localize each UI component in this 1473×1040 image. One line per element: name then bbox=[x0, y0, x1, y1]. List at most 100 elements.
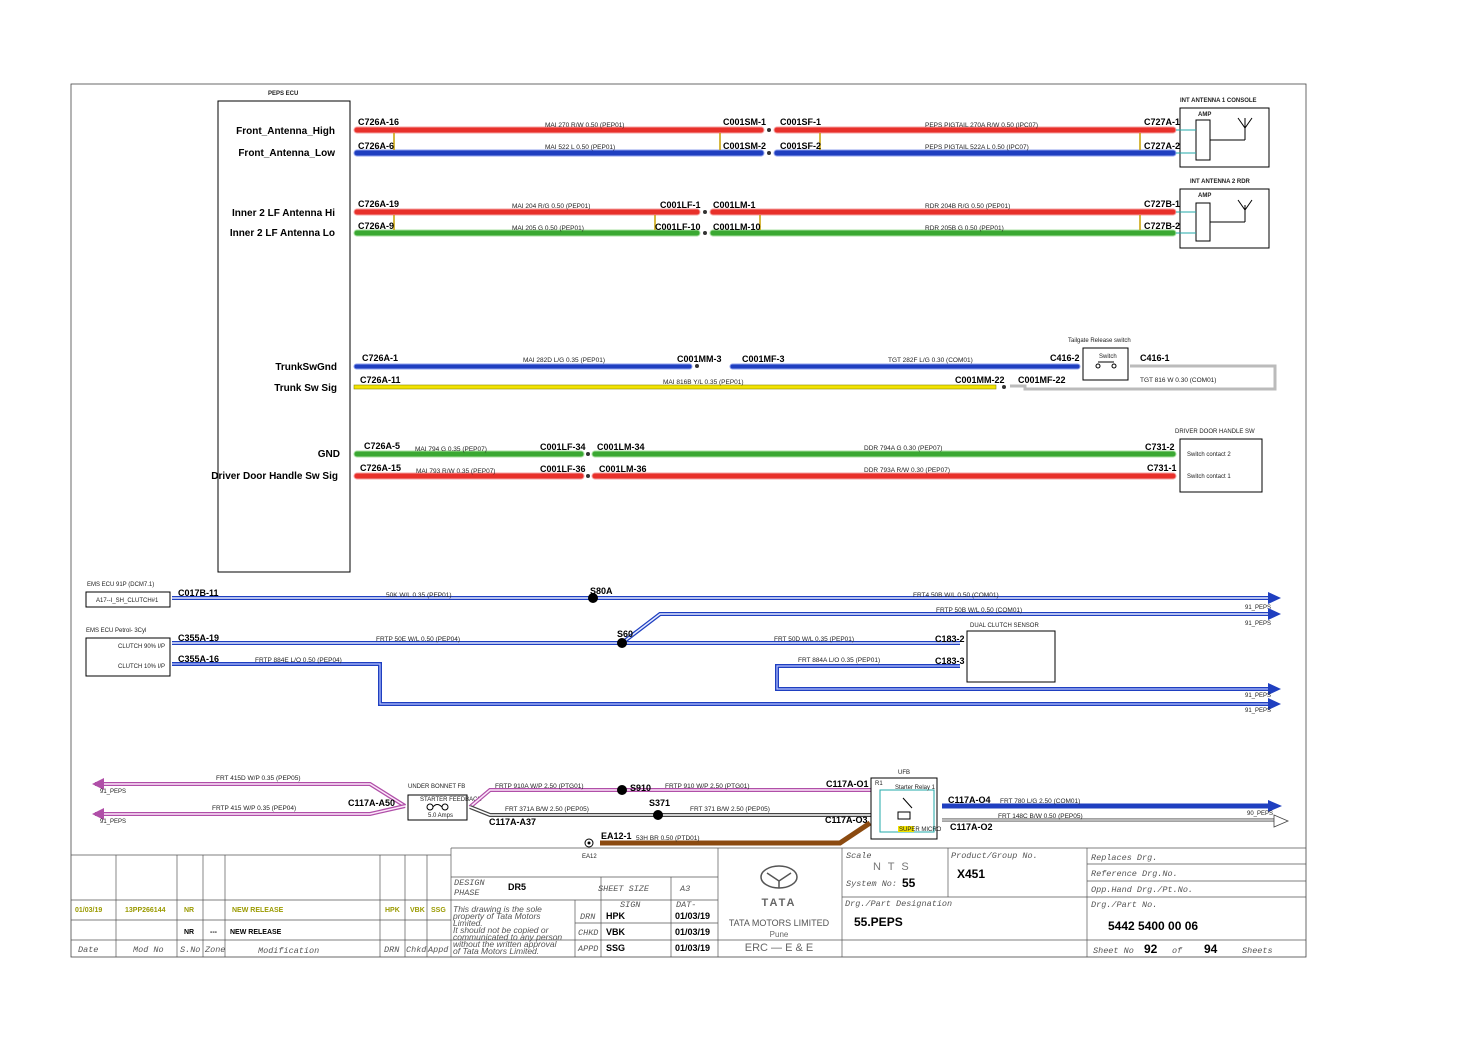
wire-front-antenna-high bbox=[353, 126, 1177, 134]
tb-header: Date bbox=[78, 945, 98, 955]
wire-trunk-sw-sig bbox=[353, 364, 1277, 391]
connector-label: S910 bbox=[630, 783, 651, 793]
title-block bbox=[71, 847, 1306, 957]
replaces-label: Replaces Drg. bbox=[1091, 853, 1157, 863]
starter-relay bbox=[870, 777, 938, 840]
connector-label: C001MM-22 bbox=[955, 375, 1005, 385]
note: of Tata Motors Limited. bbox=[453, 946, 539, 956]
rev2-desc: NEW RELEASE bbox=[230, 929, 282, 936]
connector-label: C001MF-3 bbox=[742, 354, 785, 364]
note: It should not be copied or bbox=[453, 925, 550, 935]
wire-884-line bbox=[172, 662, 1281, 710]
wire-spec: FRT 50D W/L 0.35 (PEP01) bbox=[774, 636, 854, 643]
connector-label: C726A-15 bbox=[360, 463, 401, 473]
pin-label: Inner 2 LF Antenna Hi bbox=[232, 208, 335, 219]
switch-contact: Switch contact 1 bbox=[1187, 474, 1231, 480]
ems-2-box bbox=[85, 637, 171, 677]
connector-label: C355A-16 bbox=[178, 654, 219, 664]
connector-label: C001LF-34 bbox=[540, 442, 586, 452]
connector-label: EA12-1 bbox=[601, 831, 632, 841]
tb-header: Mod No bbox=[133, 945, 164, 955]
wire-53h-line bbox=[584, 820, 872, 848]
antenna-2-title: INT ANTENNA 2 RDR bbox=[1190, 179, 1251, 185]
tb-header: Chkd bbox=[406, 945, 427, 955]
note: Limited. bbox=[453, 918, 483, 928]
pin-label: GND bbox=[318, 449, 340, 460]
sheet-ref: 90_PEPS bbox=[1247, 811, 1273, 817]
drn-label: DRN bbox=[580, 912, 596, 922]
wire-415-line bbox=[92, 778, 407, 820]
sheets-label: Sheets bbox=[1242, 946, 1273, 956]
rev2-zone: --- bbox=[210, 929, 218, 936]
connector-label: C726A-1 bbox=[362, 353, 398, 363]
partno-label: Drg./Part No. bbox=[1091, 900, 1157, 910]
wire-50e-line bbox=[172, 608, 1281, 648]
connector-label: C416-1 bbox=[1140, 353, 1170, 363]
wire-spec: DDR 793A R/W 0.30 (PEP07) bbox=[864, 467, 950, 474]
ems-2-title: EMS ECU Petrol- 3Cyl bbox=[86, 628, 146, 634]
connector-label: C001MM-3 bbox=[677, 354, 722, 364]
pin-label: Inner 2 LF Antenna Lo bbox=[230, 228, 335, 239]
connector-label: C726A-5 bbox=[364, 441, 400, 451]
rev-drn: HPK bbox=[385, 907, 400, 914]
wire-spec: FRTP 50B W/L 0.50 (COM01) bbox=[936, 607, 1022, 614]
connector-label: C726A-19 bbox=[358, 199, 399, 209]
connector-label: C727A-1 bbox=[1144, 117, 1180, 127]
connector-label: C117A-A37 bbox=[489, 817, 536, 827]
ems-1-title: EMS ECU 91P (DCM7.1) bbox=[87, 582, 154, 588]
tb-header: Modification bbox=[258, 946, 319, 956]
sheet-ref: 91_PEPS bbox=[1245, 693, 1271, 699]
connector-label: C001SM-2 bbox=[723, 141, 766, 151]
connector-label: C001LM-10 bbox=[713, 222, 761, 232]
note: communicated to any person bbox=[453, 932, 562, 942]
rev-appd: SSG bbox=[431, 907, 446, 914]
connector-label: C416-2 bbox=[1050, 353, 1080, 363]
tata-logo-text: TATA bbox=[762, 897, 797, 909]
connector-label: C001SF-2 bbox=[780, 141, 821, 151]
ems-1-box bbox=[85, 591, 171, 608]
wire-spec: RDR 205B G 0.50 (PEP01) bbox=[925, 225, 1004, 232]
clutch-sensor-box bbox=[966, 630, 1056, 683]
wire-trunk-sw-gnd bbox=[353, 363, 1081, 370]
tb-header: DRN bbox=[384, 945, 400, 955]
phase-value: DR5 bbox=[508, 882, 526, 892]
tb-header: Appd bbox=[427, 945, 449, 955]
fuse-label: STARTER FEEDBACK bbox=[420, 797, 481, 803]
wire-spec: MAI 793 R/W 0.35 (PEP07) bbox=[416, 468, 495, 475]
wire-spec: 50K W/L 0.35 (PEP01) bbox=[386, 592, 452, 599]
connector-label: C001MF-22 bbox=[1018, 375, 1066, 385]
pin-label: Driver Door Handle Sw Sig bbox=[211, 471, 338, 482]
ems-2-pin: CLUTCH 10% I/P bbox=[118, 664, 165, 670]
ufb-title: UFB bbox=[898, 770, 910, 776]
drn-value: HPK bbox=[606, 911, 626, 921]
wire-spec: FRTP 415 W/P 0.35 (PEP04) bbox=[212, 805, 296, 812]
relay-type: SUPER MICRO bbox=[899, 827, 942, 833]
fuse-rating: 5.0 Amps bbox=[428, 813, 453, 819]
connector-label: C001LF-36 bbox=[540, 464, 586, 474]
amp-label: AMP bbox=[1198, 112, 1211, 118]
drn-date: 01/03/19 bbox=[675, 911, 710, 921]
wire-spec: PEPS PIGTAIL 270A R/W 0.50 (IPC07) bbox=[925, 122, 1038, 129]
door-switch-box bbox=[1179, 438, 1263, 493]
sheets-value: 94 bbox=[1204, 942, 1218, 956]
connector-label: C726A-16 bbox=[358, 117, 399, 127]
company-city: Pune bbox=[770, 930, 789, 939]
appd-label: APPD bbox=[577, 944, 598, 954]
sheet-ref: 91_PEPS bbox=[1245, 708, 1271, 714]
note: This drawing is the sole bbox=[453, 904, 542, 914]
tb-header: Zone bbox=[204, 945, 225, 955]
wire-spec: MAI 282D L/G 0.35 (PEP01) bbox=[523, 357, 605, 364]
opp-label: Opp.Hand Drg./Pt.No. bbox=[1091, 885, 1193, 895]
wire-spec: FRT 415D W/P 0.35 (PEP05) bbox=[216, 775, 301, 782]
ems-2-pin: CLUTCH 90% I/P bbox=[118, 644, 165, 650]
pin-label: TrunkSwGnd bbox=[275, 362, 337, 373]
wire-spec: MAI 816B Y/L 0.35 (PEP01) bbox=[663, 379, 744, 386]
wire-spec: FRT 148C B/W 0.50 (PEP05) bbox=[998, 813, 1083, 820]
appd-value: SSG bbox=[606, 943, 625, 953]
pin-label: Front_Antenna_High bbox=[236, 126, 335, 137]
pin-label: Trunk Sw Sig bbox=[274, 383, 337, 394]
wire-spec: FRT 371A B/W 2.50 (PEP05) bbox=[505, 806, 589, 813]
connector-label: C726A-11 bbox=[360, 375, 401, 385]
ems-1-pin: A17--I_SH_CLUTCH#1 bbox=[96, 598, 159, 604]
